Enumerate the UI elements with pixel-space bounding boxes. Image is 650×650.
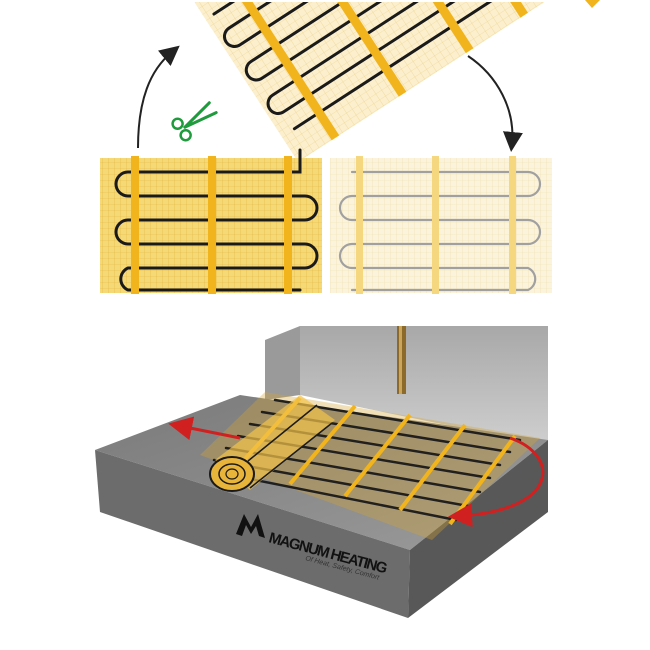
folded-mat-piece bbox=[194, 0, 550, 163]
corner-accent bbox=[585, 0, 600, 8]
red-arrow-left-icon bbox=[168, 416, 241, 441]
curved-arrow-up-icon bbox=[137, 45, 180, 149]
heating-mat-active bbox=[100, 148, 322, 294]
rolled-mat bbox=[209, 395, 335, 492]
scissors-icon bbox=[171, 101, 218, 142]
floor-installation-scene: MAGNUM HEATING Of Heat, Safety, Comfort bbox=[95, 326, 548, 618]
red-curved-arrow-icon bbox=[448, 436, 545, 528]
heating-mat-cut-section bbox=[330, 156, 552, 294]
curved-arrow-down-icon bbox=[467, 55, 523, 152]
magnum-m-logo-icon bbox=[236, 514, 265, 538]
